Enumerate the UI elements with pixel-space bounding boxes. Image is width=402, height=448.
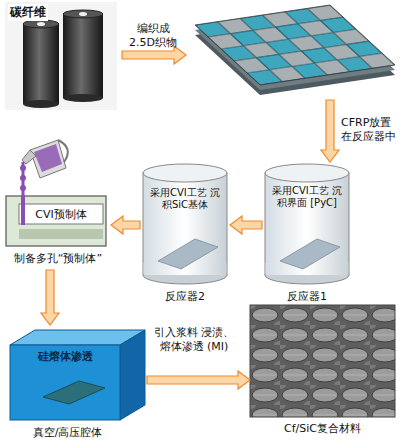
reactor-cylinder-shape (140, 163, 230, 308)
flow-arrow (230, 216, 262, 234)
node-text: 采用CVI工艺 沉积SiC基体 (150, 187, 220, 211)
arrow-note: CFRP放置 在反应器中 (341, 116, 401, 144)
preform-box: CVI预制体制备多孔“预制体” (5, 195, 111, 270)
node-caption: 真空/高压腔体 (5, 425, 130, 440)
process-arrow (321, 100, 339, 162)
sem-image: Cf/SiC复合材料 (250, 305, 398, 445)
slurry-pitcher (20, 140, 68, 200)
node-caption: 反应器2 (140, 289, 230, 304)
flow-arrow (41, 270, 59, 325)
node-caption: 制备多孔“预制体” (5, 251, 111, 266)
reactor-cylinder-shape (262, 163, 352, 308)
vacuum-chamber: 硅熔体渗透真空/高压腔体 (5, 325, 147, 445)
edge-label: 引入浆料 浸渍、 熔体渗透 (MI) (152, 326, 236, 354)
fiber-photo: 碳纤维 (5, 2, 117, 110)
woven-fabric (195, 5, 395, 95)
node-text: 碳纤维 (8, 4, 48, 21)
node-text: 采用CVI工艺 沉积界面 [PyC] (272, 185, 342, 209)
node-text: CVI预制体 (19, 207, 103, 222)
node-text: Cf/SiC复合材料 (250, 421, 395, 436)
reactor-cylinder: 采用CVI工艺 沉积界面 [PyC] 反应器1 (262, 163, 352, 308)
node-caption: 反应器1 (262, 289, 352, 304)
node-text: 硅熔体渗透 (10, 349, 120, 364)
flow-arrow (111, 216, 140, 234)
reactor-cylinder: 采用CVI工艺 沉积SiC基体反应器2 (140, 163, 230, 308)
flow-arrow (147, 371, 250, 389)
arrow-note: 编织成 2.5D织物 (124, 22, 182, 50)
